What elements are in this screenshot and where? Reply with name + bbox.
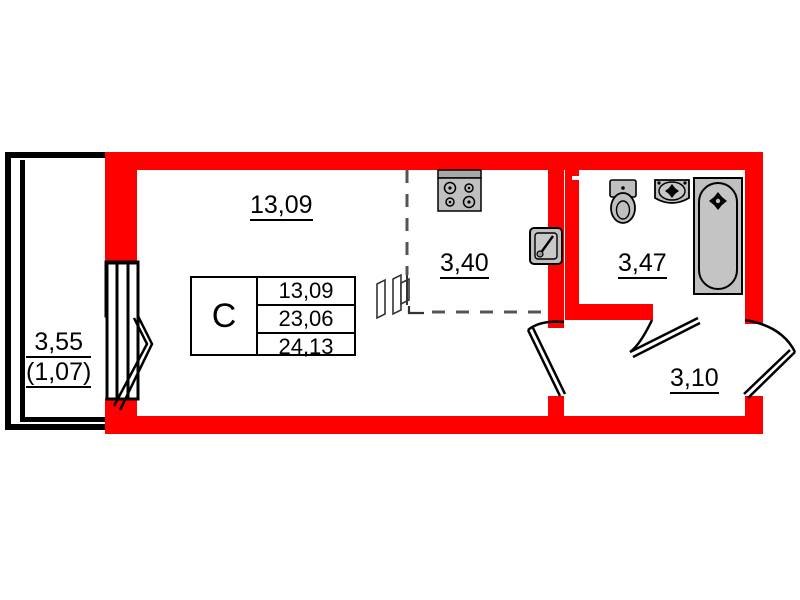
stove-icon [437,169,482,212]
apartment-area-rows: 13,09 23,06 24,13 [258,278,354,359]
toilet-icon [609,179,637,224]
bathroom-area-label: 3,47 [618,250,667,280]
living-room-area-label: 13,09 [250,192,313,222]
passage-opening-symbol [376,273,424,320]
ventilation-shaft [572,176,740,180]
balcony-outline [5,152,108,430]
table-row: 13,09 [258,278,354,306]
hallway-area-label: 3,10 [670,365,719,395]
balcony-total-area: 3,55 [26,328,92,358]
bathtub-icon [693,177,743,295]
table-row: 24,13 [278,334,334,359]
kitchen-sink-icon [529,227,563,265]
door-living-room [526,320,567,397]
balcony-door-swing [112,315,154,411]
apartment-type-cell: C [192,278,258,354]
door-entrance [743,318,797,399]
balcony-area-label: 3,55 (1,07) [26,328,92,388]
balcony-reduced-area: (1,07) [26,358,92,388]
door-bathroom [629,316,701,359]
balcony-door-glazing [104,260,140,401]
kitchen-zone-divider [405,170,548,314]
table-row: 23,06 [258,306,354,334]
apartment-summary-table: C 13,09 23,06 24,13 [190,276,356,359]
washbasin-icon [654,179,690,204]
kitchen-area-label: 3,40 [440,250,489,280]
